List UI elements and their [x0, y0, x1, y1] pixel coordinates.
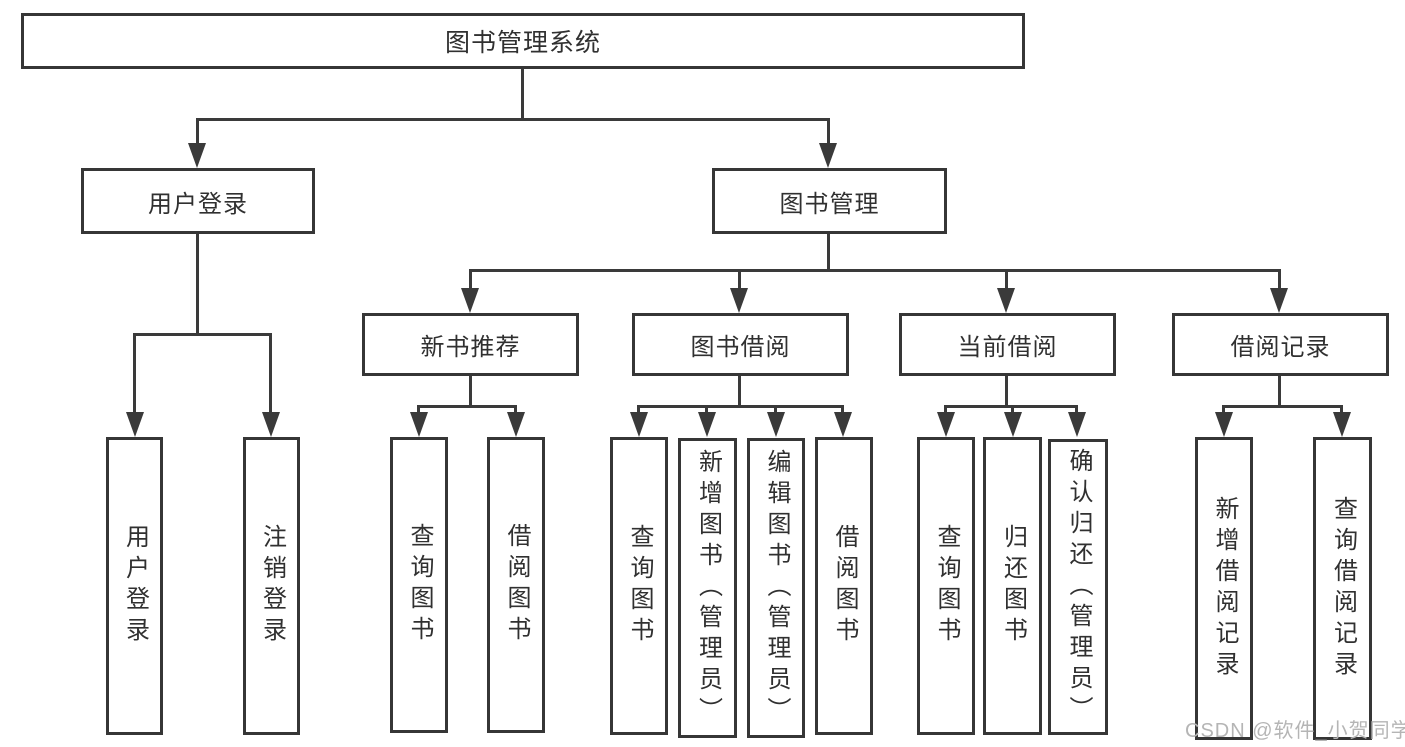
connector-drop-book-mgmt	[827, 118, 830, 147]
leaf-user-login-label: 用户登录	[121, 524, 149, 648]
connector-drop-borrowrecords	[1278, 269, 1281, 291]
connector-bookborrow-stem	[738, 376, 741, 407]
connector-drop-currentborrow	[1005, 269, 1008, 291]
leaf-logout-login: 注销登录	[243, 437, 300, 735]
arrowhead-nb-borrow	[507, 412, 525, 437]
connector-drop-cb-return	[1011, 405, 1014, 415]
connector-bookborrow-bar	[637, 405, 844, 408]
connector-newbooks-bar	[417, 405, 517, 408]
node-user-login: 用户登录	[81, 168, 315, 234]
node-book-mgmt: 图书管理	[712, 168, 947, 234]
connector-drop-nb-borrow	[514, 405, 517, 415]
connector-drop-cb-confirm	[1075, 405, 1078, 415]
leaf-br-add-record-label: 新增借阅记录	[1211, 495, 1238, 682]
node-new-books: 新书推荐	[362, 313, 579, 376]
leaf-nb-borrow-books: 借阅图书	[487, 437, 545, 733]
leaf-br-add-record: 新增借阅记录	[1195, 437, 1253, 740]
leaf-bb-add-books-label: 新增图书（管理员）	[694, 448, 722, 728]
leaf-cb-confirm-return-label: 确认归还（管理员）	[1065, 447, 1092, 727]
arrowhead-br-add	[1215, 412, 1233, 437]
leaf-cb-query-books: 查询图书	[917, 437, 975, 735]
arrowhead-bb-query	[630, 412, 648, 437]
arrowhead-bb-borrow	[834, 412, 852, 437]
connector-drop-br-add	[1222, 405, 1225, 415]
leaf-cb-return-books-label: 归还图书	[999, 524, 1027, 648]
arrowhead-bb-add	[698, 412, 716, 437]
node-book-mgmt-label: 图书管理	[779, 190, 880, 218]
arrowhead-cb-confirm	[1068, 412, 1086, 437]
leaf-nb-query-books-label: 查询图书	[406, 523, 433, 647]
leaf-nb-borrow-books-label: 借阅图书	[503, 523, 530, 647]
connector-newbooks-stem	[469, 376, 472, 407]
arrowhead-leaf-logout	[262, 412, 280, 437]
csdn-watermark: CSDN @软件_小贺同学	[1185, 720, 1405, 742]
node-user-login-label: 用户登录	[148, 190, 248, 218]
connector-userlogin-stem	[196, 234, 199, 336]
leaf-bb-query-books: 查询图书	[610, 437, 668, 735]
connector-drop-newbooks	[469, 269, 472, 291]
arrowhead-leaf-userlogin	[126, 412, 144, 437]
connector-drop-bb-query	[637, 405, 640, 415]
leaf-bb-add-books: 新增图书（管理员）	[678, 438, 737, 738]
connector-userlogin-bar	[133, 333, 272, 336]
connector-borrowrecords-stem	[1278, 376, 1281, 407]
leaf-cb-confirm-return: 确认归还（管理员）	[1048, 439, 1108, 735]
connector-drop-user-login	[196, 118, 199, 147]
connector-bookmgmt-stem	[827, 234, 830, 272]
leaf-cb-return-books: 归还图书	[983, 437, 1042, 735]
leaf-cb-query-books-label: 查询图书	[933, 524, 960, 648]
leaf-br-query-record: 查询借阅记录	[1313, 437, 1372, 740]
node-current-borrow: 当前借阅	[899, 313, 1116, 376]
connector-drop-nb-query	[417, 405, 420, 415]
node-current-borrow-label: 当前借阅	[957, 334, 1058, 361]
arrowhead-cb-return	[1004, 412, 1022, 437]
arrowhead-user-login	[188, 143, 206, 168]
arrowhead-borrowrecords	[1270, 288, 1288, 313]
connector-drop-bb-borrow	[841, 405, 844, 415]
leaf-bb-query-books-label: 查询图书	[626, 524, 653, 648]
node-borrow-records: 借阅记录	[1172, 313, 1389, 376]
leaf-bb-edit-books: 编辑图书（管理员）	[747, 438, 805, 738]
arrowhead-bookborrow	[730, 288, 748, 313]
connector-root-bar	[196, 118, 830, 121]
leaf-bb-borrow-books: 借阅图书	[815, 437, 873, 735]
arrowhead-br-query	[1333, 412, 1351, 437]
arrowhead-newbooks	[461, 288, 479, 313]
connector-drop-bookborrow	[738, 269, 741, 291]
leaf-br-query-record-label: 查询借阅记录	[1329, 495, 1357, 682]
leaf-bb-borrow-books-label: 借阅图书	[831, 524, 858, 648]
leaf-nb-query-books: 查询图书	[390, 437, 448, 733]
connector-root-stem	[521, 69, 524, 120]
leaf-user-login: 用户登录	[106, 437, 163, 735]
arrowhead-nb-query	[410, 412, 428, 437]
connector-currentborrow-stem	[1005, 376, 1008, 407]
node-book-borrow-label: 图书借阅	[690, 334, 791, 361]
arrowhead-book-mgmt	[819, 143, 837, 168]
arrowhead-cb-query	[937, 412, 955, 437]
connector-drop-cb-query	[944, 405, 947, 415]
arrowhead-bb-edit	[767, 412, 785, 437]
connector-level3-bar	[469, 269, 1281, 272]
node-root-label: 图书管理系统	[444, 29, 601, 57]
connector-borrowrecords-bar	[1222, 405, 1343, 408]
leaf-bb-edit-books-label: 编辑图书（管理员）	[763, 448, 790, 728]
arrowhead-currentborrow	[997, 288, 1015, 313]
connector-drop-bb-edit	[774, 405, 777, 415]
connector-drop-bb-add	[705, 405, 708, 415]
connector-drop-br-query	[1340, 405, 1343, 415]
connector-drop-leaf-userlogin	[133, 333, 136, 413]
connector-drop-leaf-logout	[269, 333, 272, 413]
node-book-borrow: 图书借阅	[632, 313, 849, 376]
node-borrow-records-label: 借阅记录	[1230, 334, 1331, 361]
node-root-library-system: 图书管理系统	[21, 13, 1025, 69]
node-new-books-label: 新书推荐	[420, 334, 521, 361]
leaf-logout-login-label: 注销登录	[258, 524, 286, 648]
